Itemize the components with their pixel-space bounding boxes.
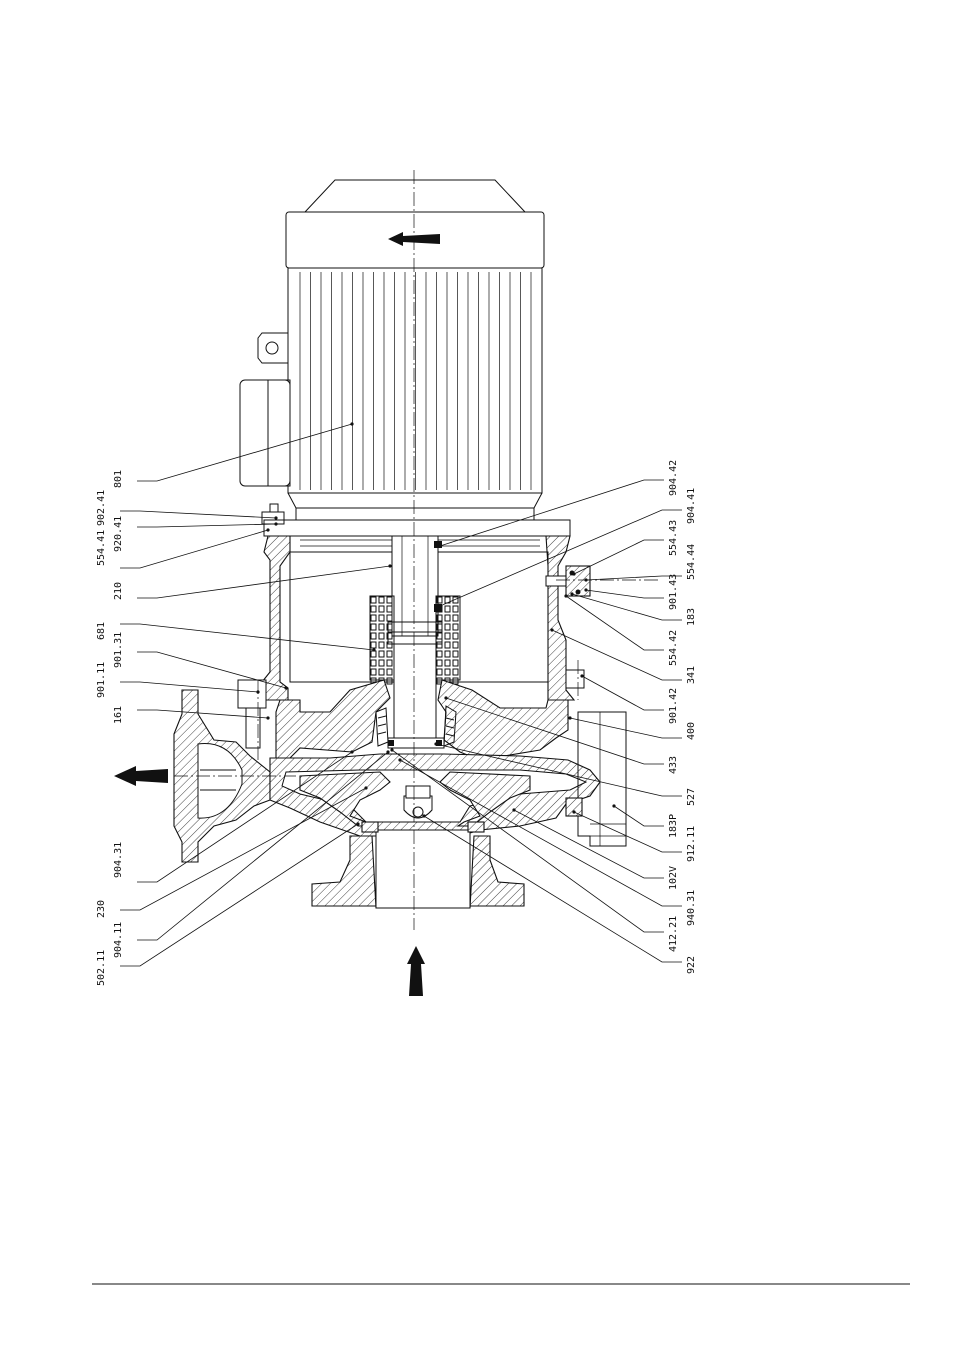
- bolt-901-11: [238, 680, 266, 708]
- pump-shaft: [394, 644, 436, 748]
- part-label: 904.11: [113, 922, 124, 958]
- motor-fan-cover-top: [305, 180, 525, 212]
- part-label: 183P: [668, 814, 679, 838]
- part-label: 183: [686, 608, 697, 626]
- part-label: 527: [686, 788, 697, 806]
- lifting-eye-hole: [266, 342, 278, 354]
- leader-line: [137, 710, 268, 718]
- leader-line: [137, 524, 276, 527]
- part-label: 904.31: [113, 842, 124, 878]
- motor-flange: [264, 520, 570, 536]
- wear-ring-502-11: [362, 822, 378, 832]
- seal-cover-left: [276, 680, 390, 760]
- mechanical-seal-left: [376, 708, 388, 746]
- motor-lifting-eye: [258, 333, 288, 363]
- part-label: 901.43: [668, 574, 679, 610]
- part-label: 901.31: [113, 632, 124, 668]
- part-label: 901.11: [96, 662, 107, 698]
- leader-line: [120, 530, 268, 568]
- leader-line: [566, 596, 664, 650]
- terminal-box: [240, 380, 290, 486]
- part-label: 920.41: [113, 516, 124, 552]
- bolt-901-42: [566, 670, 584, 688]
- motor-frame: [288, 268, 542, 493]
- part-label: 901.42: [668, 688, 679, 724]
- part-label: 412.21: [668, 916, 679, 952]
- motor: [240, 180, 570, 536]
- part-label: 554.41: [96, 530, 107, 566]
- part-label: 230: [96, 900, 107, 918]
- part-label: 554.43: [668, 520, 679, 556]
- part-label: 922: [686, 956, 697, 974]
- part-label: 902.41: [96, 490, 107, 526]
- part-label: 502.11: [96, 950, 107, 986]
- leader-line: [582, 676, 664, 710]
- part-label: 554.42: [668, 630, 679, 666]
- part-label: 904.42: [668, 460, 679, 496]
- coupling-half-left: [370, 596, 394, 684]
- leader-line: [137, 566, 390, 598]
- part-label: 681: [96, 622, 107, 640]
- leader-line: [120, 624, 374, 650]
- leader-line: [120, 511, 276, 518]
- part-label: 904.41: [686, 488, 697, 524]
- wear-ring-502-11-right: [468, 822, 484, 832]
- motor-shaft-210: [392, 536, 438, 636]
- suction-bore: [376, 830, 470, 908]
- discharge-flow-arrow: [114, 766, 168, 786]
- part-label: 400: [686, 722, 697, 740]
- part-label: 912.11: [686, 826, 697, 862]
- lantern-left-wall: [262, 536, 290, 700]
- leader-line: [614, 806, 664, 826]
- part-label: 341: [686, 666, 697, 684]
- leader-line: [572, 594, 682, 620]
- part-label: 801: [113, 470, 124, 488]
- part-label: 433: [668, 756, 679, 774]
- part-label: 940.31: [686, 890, 697, 926]
- part-label: 102V: [668, 866, 679, 890]
- suction-flow-arrow: [407, 946, 425, 996]
- part-label: 554.44: [686, 544, 697, 580]
- leader-line: [586, 590, 664, 598]
- part-label: 210: [113, 582, 124, 600]
- motor-bottom-taper: [288, 493, 542, 508]
- part-label: 161: [113, 706, 124, 724]
